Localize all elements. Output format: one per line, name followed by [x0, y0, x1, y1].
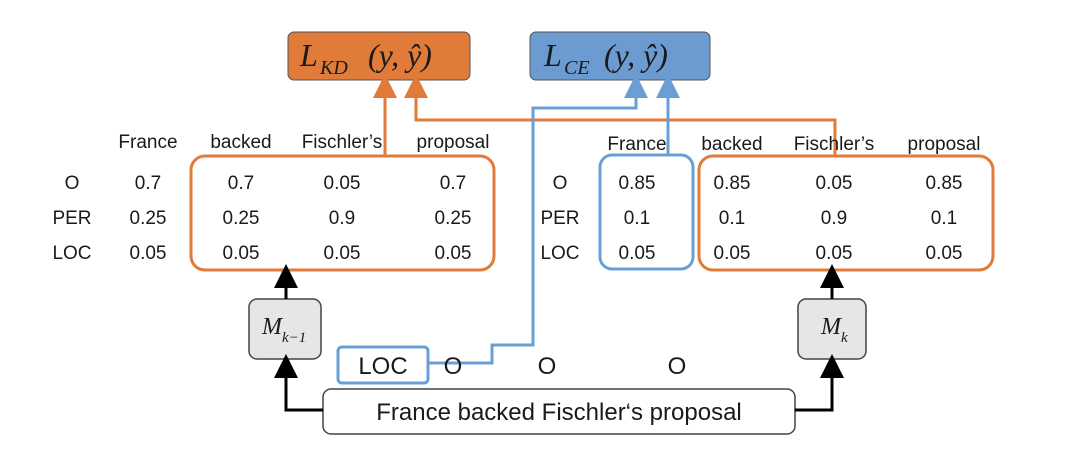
right-cell: 0.1	[719, 208, 745, 229]
sentence-to-model-curr-arrow	[795, 354, 844, 412]
left-cell: 0.25	[223, 208, 260, 229]
right-table: France backed Fischler’s proposal O 0.85…	[540, 134, 995, 272]
sentence-text: France backed Fischler‘s proposal	[376, 399, 742, 426]
gold-label: O	[444, 353, 463, 380]
loss-kd-box: L KD (y, ŷ)	[287, 31, 471, 81]
right-col-header: France	[607, 134, 666, 155]
model-curr-symbol: M	[820, 314, 843, 340]
gold-label: O	[538, 353, 557, 380]
left-col-header: Fischler’s	[302, 132, 383, 153]
loss-kd-symbol: L	[299, 37, 318, 73]
right-cell: 0.1	[931, 208, 957, 229]
left-col-header: backed	[210, 132, 271, 153]
left-cell: 0.7	[135, 173, 161, 194]
kd-arrow-from-right	[404, 74, 837, 155]
ce-arrow-from-label	[428, 74, 648, 365]
left-row-label: O	[65, 173, 80, 194]
left-table: France backed Fischler’s proposal O 0.7 …	[52, 132, 496, 272]
right-col-header: Fischler’s	[794, 134, 875, 155]
loss-ce-box: L CE (y, ŷ)	[529, 31, 711, 81]
right-cell: 0.85	[619, 173, 656, 194]
left-cell: 0.05	[435, 243, 472, 264]
gold-label: LOC	[358, 353, 407, 380]
loss-kd-subscript: KD	[319, 57, 348, 79]
right-cell: 0.1	[624, 208, 650, 229]
right-row-label: O	[553, 173, 568, 194]
left-cell: 0.7	[228, 173, 254, 194]
right-kd-highlight	[697, 154, 995, 272]
right-cell: 0.85	[714, 173, 751, 194]
left-cell: 0.9	[329, 208, 355, 229]
model-curr-subscript: k	[841, 330, 848, 346]
right-col-header: backed	[701, 134, 762, 155]
model-prev-box: M k−1	[248, 298, 322, 360]
loss-ce-symbol: L	[543, 37, 562, 73]
left-col-header: France	[118, 132, 177, 153]
left-cell: 0.25	[130, 208, 167, 229]
left-cell: 0.7	[440, 173, 466, 194]
left-teacher-highlight	[189, 154, 496, 272]
right-cell: 0.05	[816, 243, 853, 264]
gold-label: O	[668, 353, 687, 380]
right-cell: 0.05	[619, 243, 656, 264]
right-row-label: PER	[540, 208, 579, 229]
right-cell: 0.85	[926, 173, 963, 194]
left-row-label: LOC	[52, 243, 91, 264]
right-cell: 0.05	[714, 243, 751, 264]
right-cell: 0.05	[926, 243, 963, 264]
gold-label-highlight	[336, 345, 430, 385]
left-cell: 0.05	[324, 243, 361, 264]
right-gold-highlight	[598, 153, 695, 271]
right-row-label: LOC	[540, 243, 579, 264]
sentence-to-model-prev-arrow	[274, 354, 323, 412]
left-cell: 0.05	[130, 243, 167, 264]
kd-connectors	[373, 74, 837, 155]
loss-kd-args: (y, ŷ)	[368, 37, 432, 73]
right-cell: 0.9	[821, 208, 847, 229]
model-prev-subscript: k−1	[282, 330, 306, 346]
model-prev-symbol: M	[261, 314, 284, 340]
loss-ce-args: (y, ŷ)	[604, 37, 668, 73]
right-col-header: proposal	[908, 134, 981, 155]
left-col-header: proposal	[417, 132, 490, 153]
ce-connectors	[428, 74, 680, 365]
left-cell: 0.05	[324, 173, 361, 194]
model-curr-box: M k	[797, 298, 867, 360]
left-cell: 0.05	[223, 243, 260, 264]
loss-ce-subscript: CE	[564, 57, 590, 79]
left-cell: 0.25	[435, 208, 472, 229]
right-cell: 0.05	[816, 173, 853, 194]
left-row-label: PER	[52, 208, 91, 229]
